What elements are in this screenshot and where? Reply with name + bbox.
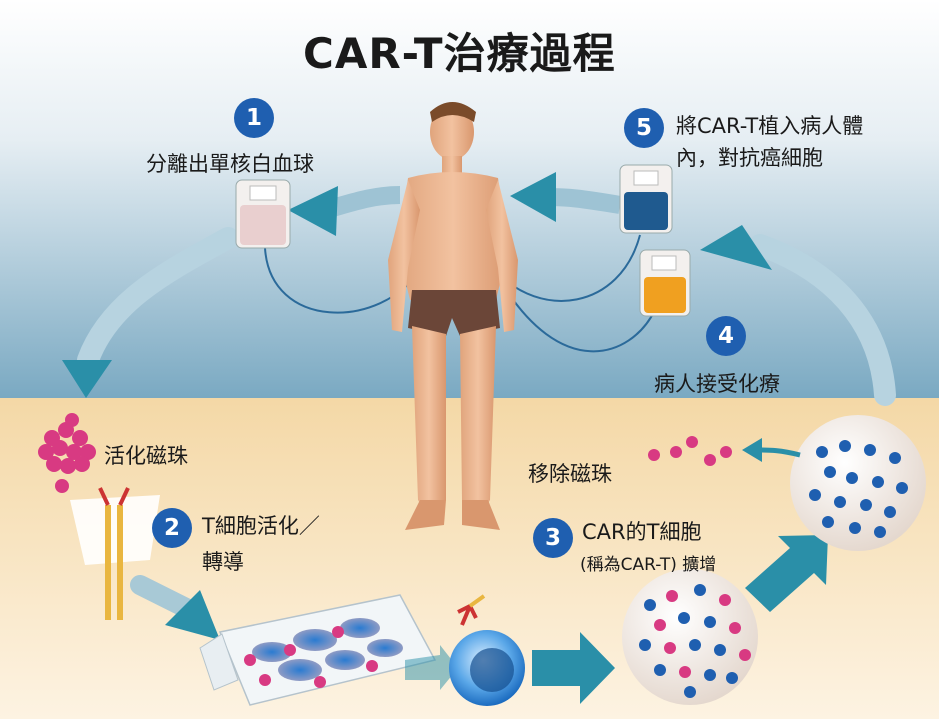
expansion-sphere <box>622 569 758 705</box>
blood-bag-1 <box>235 179 291 249</box>
arc-arrow-right <box>749 234 896 406</box>
arrow-head-down-left <box>62 360 112 398</box>
arc-arrow-left <box>77 227 239 371</box>
step-4-badge: 4 <box>706 316 746 356</box>
patient-figure <box>388 102 518 530</box>
blood-bag-5 <box>619 164 673 234</box>
activation-beads-label: 活化磁珠 <box>104 444 188 468</box>
removed-beads <box>648 436 732 466</box>
step-2-label-line1: T細胞活化／ <box>202 514 320 538</box>
step-5-badge: 5 <box>624 108 664 148</box>
tube-bag4 <box>499 279 656 353</box>
activation-beads-cluster <box>38 413 96 493</box>
step-4-label: 病人接受化療 <box>654 372 780 396</box>
step-5-label-line2: 內，對抗癌細胞 <box>676 146 823 170</box>
purified-cart-sphere <box>790 415 926 551</box>
arrow-flask-to-cell <box>405 645 458 690</box>
arrow-head-to-bag1 <box>288 186 338 236</box>
arrow-to-flask-shaft <box>130 575 200 620</box>
step-1-badge: 1 <box>234 98 274 138</box>
car-receptor-graphic <box>70 487 160 620</box>
step-3-badge: 3 <box>533 518 573 558</box>
step-3-label-line2: (稱為CAR-T) 擴增 <box>580 555 717 575</box>
page-title: CAR-T治療過程 <box>303 29 616 78</box>
arrow-head-to-flask <box>165 590 220 640</box>
step-3-label-line1: CAR的T細胞 <box>582 520 702 544</box>
remove-beads-label: 移除磁珠 <box>528 462 612 486</box>
arrow-expansion-to-remove <box>745 535 828 612</box>
arrow-remove-beads-head <box>742 438 762 462</box>
step-2-label-line2: 轉導 <box>202 550 244 574</box>
chemo-bag-4 <box>639 249 691 317</box>
step-5-label-line1: 將CAR-T植入病人體 <box>676 114 864 138</box>
step-2-badge: 2 <box>152 508 192 548</box>
arrow-cell-to-expansion <box>532 632 615 704</box>
arrow-head-to-body <box>510 172 556 222</box>
arrow-head-to-bag5 <box>700 225 772 270</box>
activated-t-cell <box>449 594 525 706</box>
step-1-label: 分離出單核白血球 <box>146 152 314 176</box>
